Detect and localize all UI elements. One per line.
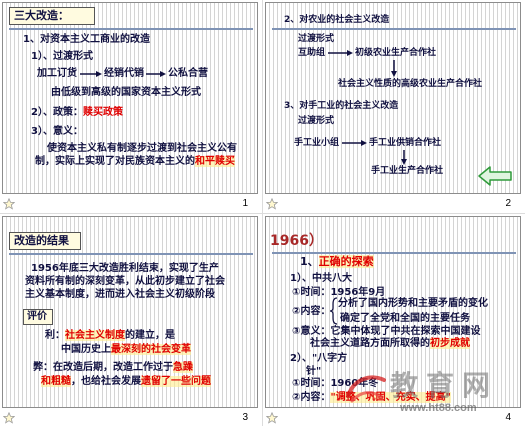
slide-thumbnail-3[interactable]: 改造的结果 1956年底三大改造胜利结束，实现了生产 资料所有制的深刻变革，从此… xyxy=(2,216,258,408)
transition-form-label: 过渡形式 xyxy=(298,116,335,126)
cons-line: 弊：在改造后期，改造工作过于急躁 xyxy=(33,362,193,374)
cons-highlight: 和粗糙 xyxy=(41,376,71,387)
flow-step: 初级农业生产合作社 xyxy=(355,48,437,58)
slide-cell-4: 1966） 1、正确的探索 1）、中共八大 ①时间：1956年9月 ②内容： 分… xyxy=(263,214,525,426)
pros-label: 利： xyxy=(45,330,65,341)
pros-line: 利：社会主义制度的建立，是 xyxy=(45,330,175,342)
item-heading-continued: 针" xyxy=(306,366,322,377)
cons-label: 弊： xyxy=(33,362,53,373)
agriculture-heading: 2、对农业的社会主义改造 xyxy=(284,15,390,25)
flow-step: 加工订货 xyxy=(37,68,77,79)
slide-footer: 1 xyxy=(0,196,258,212)
cons-highlight: 急躁 xyxy=(173,362,193,373)
slide-number: 1 xyxy=(242,198,248,209)
slide-thumbnail-1[interactable]: 三大改造： 1、对资本主义工商业的改造 1）、过渡形式 加工订货 经销代销 公私… xyxy=(2,2,258,194)
star-icon[interactable] xyxy=(3,198,15,210)
right-arrow-icon xyxy=(80,71,102,77)
cons-text: ，也给社会发展 xyxy=(71,376,141,387)
cons-highlight: 遗留了一些问题 xyxy=(141,376,211,387)
slide-footer: 3 xyxy=(0,410,258,426)
item-content-line: ②内容："调整、巩固、充实、提高" xyxy=(292,392,451,404)
significance-highlight: 和平赎买 xyxy=(195,156,235,167)
title-rule xyxy=(272,252,516,254)
significance-line: 使资本主义私有制逐步过渡到社会主义公有 xyxy=(47,143,237,154)
flow-step: 社会主义性质的高级农业生产合作社 xyxy=(338,79,483,89)
slide-number: 4 xyxy=(505,412,511,423)
flow-note: 由低级到高级的国家资本主义形式 xyxy=(51,87,201,98)
significance-label: 3）、意义： xyxy=(31,126,83,137)
slide-thumbnail-4[interactable]: 1966） 1、正确的探索 1）、中共八大 ①时间：1956年9月 ②内容： 分… xyxy=(265,216,521,408)
pros-highlight: 最深刻的社会变革 xyxy=(111,344,191,355)
right-arrow-icon xyxy=(342,140,367,146)
back-arrow-icon xyxy=(478,166,512,186)
slide-number: 3 xyxy=(242,412,248,423)
item-content-line: 确定了全党和全国的主要任务 xyxy=(340,313,470,324)
down-arrow-icon xyxy=(391,60,397,77)
curly-brace-icon xyxy=(329,297,338,325)
item-significance-highlight: 初步成就 xyxy=(430,338,470,349)
slide-footer: 2 xyxy=(263,196,521,212)
policy-label: 2）、政策： xyxy=(31,107,83,118)
item-heading: 2）、"八字方 xyxy=(290,353,348,364)
evaluation-label: 评价 xyxy=(23,309,53,325)
item-significance-line: 社会主义道路方面所取得的初步成就 xyxy=(310,338,470,350)
slide-title-fragment: 1966） xyxy=(270,233,323,249)
pros-text: 中国历史上 xyxy=(61,344,111,355)
item-content-highlight: "调整、巩固、充实、提高" xyxy=(330,392,451,403)
policy-value: 赎买政策 xyxy=(82,107,123,118)
right-arrow-icon xyxy=(328,50,353,56)
section-heading: 1、正确的探索 xyxy=(300,255,374,268)
transition-form-label: 1）、过渡形式 xyxy=(31,51,93,62)
cons-line: 和粗糙，也给社会发展遗留了一些问题 xyxy=(41,376,211,388)
handicraft-heading: 3、对手工业的社会主义改造 xyxy=(284,101,399,111)
significance-text: 制，实际上实现了对民族资本主义的 xyxy=(35,156,195,167)
result-line: 资料所有制的深刻变革，从此初步建立了社会 xyxy=(25,276,225,287)
flow-step: 互助组 xyxy=(298,48,326,58)
item-content-label: ②内容： xyxy=(292,392,331,403)
slide-thumbnail-2[interactable]: 2、对农业的社会主义改造 过渡形式 互助组 初级农业生产合作社 社会主义性质的高… xyxy=(265,2,521,194)
result-line: 主义基本制度，进而进入社会主义初级阶段 xyxy=(25,289,215,300)
star-icon[interactable] xyxy=(3,412,15,424)
section-heading: 1、对资本主义工商业的改造 xyxy=(23,34,150,45)
heading-highlight: 正确的探索 xyxy=(318,255,374,268)
slide-footer: 4 xyxy=(263,410,521,426)
slide-cell-3: 改造的结果 1956年底三大改造胜利结束，实现了生产 资料所有制的深刻变革，从此… xyxy=(0,214,262,426)
policy-line: 2）、政策：赎买政策 xyxy=(31,107,123,119)
flow-step: 手工业小组 xyxy=(294,138,340,148)
pros-highlight: 社会主义制度 xyxy=(65,330,125,341)
title-rule xyxy=(9,253,253,255)
flow-step: 手工业供销合作社 xyxy=(369,138,442,148)
slide-title: 改造的结果 xyxy=(9,232,81,250)
item-significance-text: 社会主义道路方面所取得的 xyxy=(310,338,430,349)
flow-step: 经销代销 xyxy=(104,68,144,79)
transition-form-label: 过渡形式 xyxy=(298,34,335,44)
item-content-label: ②内容： xyxy=(292,306,331,317)
flow-step: 公私合营 xyxy=(168,68,208,79)
pros-text: 的建立，是 xyxy=(125,330,175,341)
item-content-line: 分析了国内形势和主要矛盾的变化 xyxy=(338,298,488,309)
flow-step: 手工业生产合作社 xyxy=(371,166,444,176)
result-line: 1956年底三大改造胜利结束，实现了生产 xyxy=(31,263,219,274)
down-arrow-icon xyxy=(401,150,407,165)
grid-divider-horizontal xyxy=(0,213,525,214)
significance-line: 制，实际上实现了对民族资本主义的和平赎买 xyxy=(35,156,235,168)
star-icon[interactable] xyxy=(266,412,278,424)
cons-text: 在改造后期，改造工作过于 xyxy=(53,362,173,373)
item-heading: 1）、中共八大 xyxy=(290,273,352,284)
slide-cell-2: 2、对农业的社会主义改造 过渡形式 互助组 初级农业生产合作社 社会主义性质的高… xyxy=(263,0,525,213)
slide-title: 三大改造： xyxy=(9,7,95,25)
item-significance-line: ③意义：它集中体现了中共在探索中国建设 xyxy=(292,326,481,337)
title-rule xyxy=(9,28,253,30)
item-time: ①时间：1960年冬 xyxy=(292,378,379,389)
title-rule xyxy=(272,28,516,30)
slide-number: 2 xyxy=(505,198,511,209)
heading-prefix: 1、 xyxy=(300,255,319,268)
slide-cell-1: 三大改造： 1、对资本主义工商业的改造 1）、过渡形式 加工订货 经销代销 公私… xyxy=(0,0,262,213)
pros-line: 中国历史上最深刻的社会变革 xyxy=(61,344,191,356)
item-time: ①时间：1956年9月 xyxy=(292,287,386,298)
right-arrow-icon xyxy=(146,71,166,77)
star-icon[interactable] xyxy=(266,198,278,210)
